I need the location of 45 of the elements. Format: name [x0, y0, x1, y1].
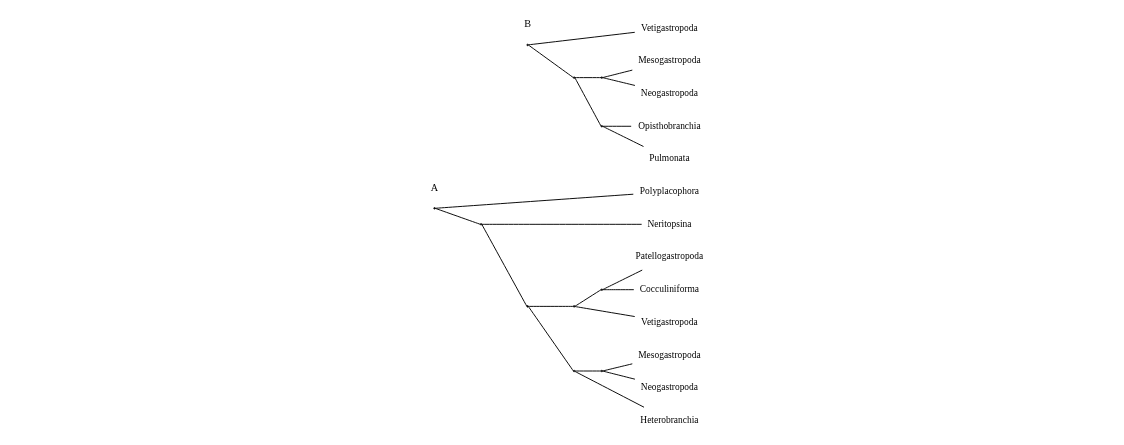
connector: [601, 370, 635, 380]
node-point: [600, 125, 603, 128]
connector: [573, 77, 601, 79]
connector: [573, 289, 601, 307]
node-text: Cocculiniforma: [639, 284, 699, 295]
connector: [601, 125, 644, 147]
node-text: Mesogastropoda: [637, 349, 701, 360]
label: A: [430, 181, 438, 193]
node-text: Patellogastropoda: [635, 251, 703, 262]
node-point: [600, 369, 603, 373]
node-text: Neogastropoda: [640, 88, 698, 99]
node-point: [525, 305, 529, 308]
node-text: Polyplacophora: [639, 186, 699, 197]
node-text: Neritopsina: [646, 218, 691, 229]
connector: [601, 289, 634, 291]
connector: [480, 224, 527, 307]
node-text: Mesogastropoda: [637, 55, 701, 66]
connector: [527, 305, 574, 307]
node-point: [600, 76, 603, 79]
connector: [480, 223, 642, 225]
connector: [601, 77, 635, 86]
node-point: [432, 207, 436, 210]
connector: [527, 31, 635, 46]
connector: [601, 125, 632, 127]
connector: [573, 77, 601, 127]
node-text: Pulmonata: [648, 153, 690, 164]
connector: [601, 363, 633, 372]
connector: [434, 207, 481, 225]
node-point: [572, 305, 575, 308]
connector: [601, 69, 633, 79]
connector: [527, 44, 574, 78]
node-text: Vetigastropoda: [640, 316, 698, 327]
label: B: [523, 18, 531, 30]
node-point: [479, 223, 482, 226]
connector: [434, 193, 634, 209]
node-point: [572, 369, 575, 373]
connector: [601, 269, 643, 291]
node-text: Heterobranchia: [639, 414, 699, 425]
node-point: [572, 76, 575, 79]
node-point: [600, 288, 603, 291]
node-point: [525, 43, 529, 47]
connector: [574, 306, 635, 317]
node-text: Vetigastropoda: [640, 22, 698, 33]
node-text: Opisthobranchia: [637, 120, 701, 131]
node-text: Neogastropoda: [640, 382, 698, 393]
